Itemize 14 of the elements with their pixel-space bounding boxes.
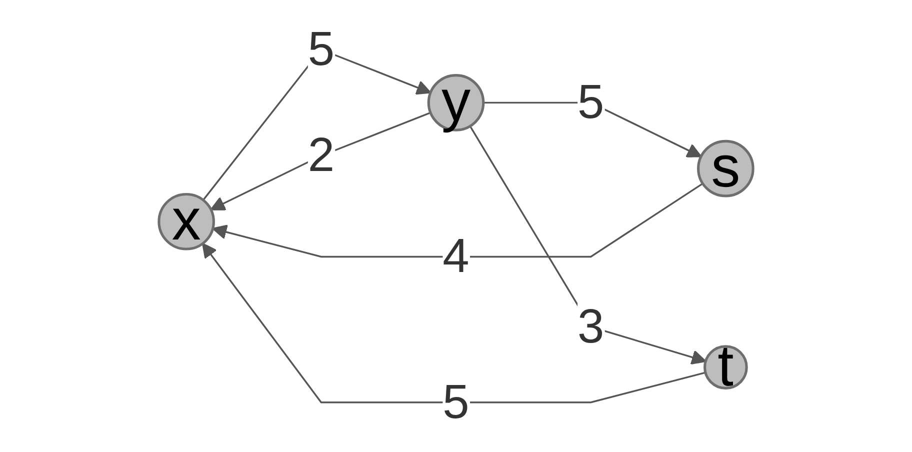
node-circle	[697, 140, 754, 198]
node-circle	[703, 345, 748, 390]
edge-label: 3	[578, 299, 604, 353]
arrow	[202, 242, 706, 404]
edge-label: 2	[308, 128, 334, 182]
edge-label: 4	[442, 229, 470, 282]
node-circle	[158, 192, 215, 250]
arrow	[469, 126, 706, 365]
node-circle	[427, 74, 485, 132]
edge-label: 5	[308, 22, 334, 76]
arrow	[212, 182, 704, 258]
arrow	[210, 112, 431, 210]
edge-label: 5	[578, 75, 604, 128]
edge-label: 5	[442, 374, 470, 428]
